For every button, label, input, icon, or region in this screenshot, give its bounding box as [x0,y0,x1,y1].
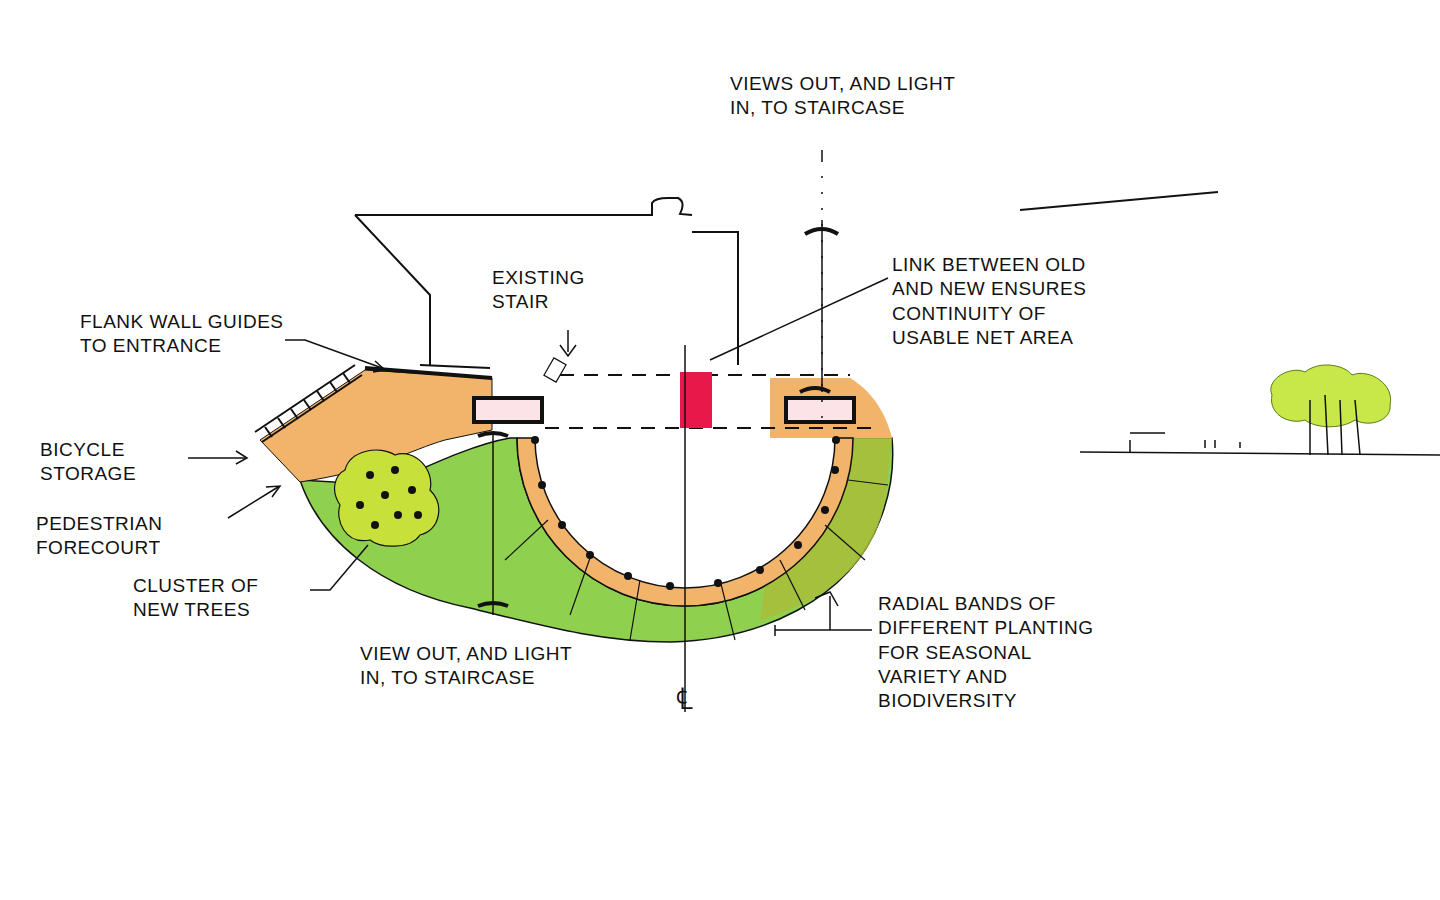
band-dividers [505,480,888,640]
bicycle-storage [255,365,362,442]
wall-note: FLANK WALL GUIDES TO ENTRANCE [80,310,295,359]
stair-label: EXISTING STAIR [492,266,632,315]
stair-window [786,398,854,422]
ground-line [1080,452,1440,455]
tree-trunks [1310,395,1360,455]
centre-line [684,345,686,712]
view-note: VIEW OUT, AND LIGHT IN, TO STAIRCASE [360,642,600,691]
storage-label: BICYCLE STORAGE [40,438,185,487]
horizon-line [1020,192,1218,210]
leader-lines [188,278,888,636]
distant-tree [1271,365,1391,427]
link-lines [545,375,880,428]
link-note: LINK BETWEEN OLD AND NEW ENSURES CONTINU… [892,253,1107,350]
forecourt-label: PEDESTRIAN FORECOURT [36,512,226,561]
tree-cluster [335,450,439,546]
view-line [821,160,823,430]
view-line [821,220,823,392]
trees-label: CLUSTER OF NEW TREES [133,574,308,623]
planting-note: RADIAL BANDS OF DIFFERENT PLANTING FOR S… [878,592,1113,714]
building-outline [355,198,738,368]
view-mark [800,388,830,392]
view-mark [805,229,838,234]
view-line [492,432,494,615]
context-marks [1130,433,1240,452]
stair-window [474,398,542,422]
view-note: VIEWS OUT, AND LIGHT IN, TO STAIRCASE [730,72,965,121]
centreline-symbol: ℄ [676,680,716,718]
view-mark [478,603,508,606]
tree-dots [356,466,422,529]
view-mark [478,433,508,436]
stair-symbol [544,358,566,382]
view-line [821,150,823,160]
planting-area [300,438,893,642]
